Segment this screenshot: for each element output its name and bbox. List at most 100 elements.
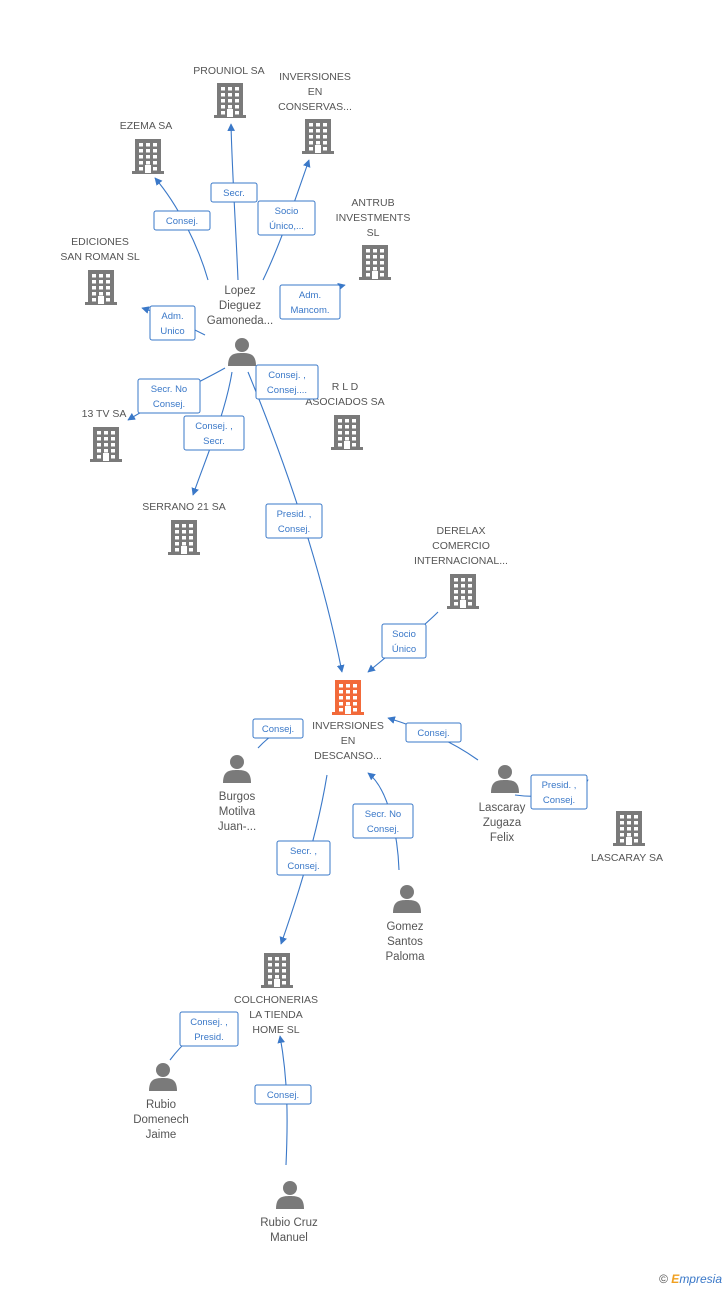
node-label: Santos <box>387 936 423 948</box>
building-icon[interactable] <box>332 680 364 715</box>
node-label: Juan-... <box>218 821 256 833</box>
relation-label-text: Secr. No <box>365 809 401 820</box>
building-icon[interactable] <box>214 83 246 118</box>
relation-label-box[interactable] <box>153 210 211 231</box>
relation-label[interactable]: Secr. No Consej. <box>137 378 201 414</box>
building-icon[interactable] <box>90 427 122 462</box>
relation-label-text: Socio <box>392 629 416 640</box>
relation-label-box[interactable] <box>405 722 462 743</box>
relation-label-box[interactable] <box>265 503 323 539</box>
building-icon[interactable] <box>331 415 363 450</box>
person-icon[interactable] <box>228 338 256 366</box>
relation-label[interactable]: Consej. ,Secr. <box>183 415 245 451</box>
node-label: 13 TV SA <box>82 408 127 420</box>
relation-label-box[interactable] <box>352 803 414 839</box>
building-icon[interactable] <box>261 953 293 988</box>
relation-label-text: Consej.... <box>267 385 307 396</box>
node-label: LA TIENDA <box>249 1009 303 1021</box>
node-label: Felix <box>490 832 515 844</box>
node-label: ASOCIADOS SA <box>305 396 384 408</box>
building-icon[interactable] <box>85 270 117 305</box>
building-icon[interactable] <box>613 811 645 846</box>
relation-label-box[interactable] <box>183 415 245 451</box>
node-label: EN <box>341 735 356 747</box>
relation-label-text: Presid. , <box>277 509 312 520</box>
building-icon[interactable] <box>132 139 164 174</box>
person-icon[interactable] <box>223 755 251 783</box>
relation-label[interactable]: Consej. ,Presid. <box>179 1011 239 1047</box>
node-label: INVESTMENTS <box>336 212 411 224</box>
brand-name: mpresia <box>679 1272 722 1286</box>
relation-label-text: Secr. , <box>290 846 317 857</box>
node-label: Motilva <box>219 806 256 818</box>
relation-label-text: Consej. <box>417 728 449 739</box>
building-icon[interactable] <box>447 574 479 609</box>
relation-label-text: Mancom. <box>290 305 329 316</box>
relation-label-box[interactable] <box>276 840 331 876</box>
node-derelax[interactable]: DERELAXCOMERCIOINTERNACIONAL... <box>414 525 508 609</box>
relation-label[interactable]: Presid. ,Consej. <box>265 503 323 539</box>
relation-label[interactable]: Secr. , Consej. <box>276 840 331 876</box>
relation-label-box[interactable] <box>279 284 341 320</box>
relation-label-text: Secr. <box>223 188 245 199</box>
node-inv-descanso[interactable]: INVERSIONESENDESCANSO... <box>312 680 384 762</box>
relation-label-box[interactable] <box>530 774 588 810</box>
relation-label-box[interactable] <box>381 623 427 659</box>
relation-label-text: Presid. <box>194 1032 224 1043</box>
node-serrano[interactable]: SERRANO 21 SA <box>142 501 226 555</box>
person-icon[interactable] <box>393 885 421 913</box>
relation-label[interactable]: Consej. <box>153 210 211 231</box>
relation-label-box[interactable] <box>255 364 319 400</box>
relation-label-text: Consej. , <box>268 370 306 381</box>
relation-label[interactable]: Consej. <box>254 1084 312 1105</box>
node-burgos[interactable]: BurgosMotilvaJuan-... <box>218 755 256 833</box>
relation-label-box[interactable] <box>254 1084 312 1105</box>
relation-label-text: Consej. <box>153 399 185 410</box>
person-icon[interactable] <box>276 1181 304 1209</box>
relation-label[interactable]: SocioÚnico,... <box>257 200 316 236</box>
relation-label-box[interactable] <box>179 1011 239 1047</box>
node-label: HOME SL <box>252 1024 299 1036</box>
person-icon[interactable] <box>491 765 519 793</box>
node-label: EZEMA SA <box>120 120 173 132</box>
relation-label-box[interactable] <box>137 378 201 414</box>
node-label: Zugaza <box>483 817 522 829</box>
node-tv13[interactable]: 13 TV SA <box>82 408 127 462</box>
node-lopez[interactable]: LopezDieguezGamoneda... <box>207 285 273 366</box>
relation-label-box[interactable] <box>149 305 196 341</box>
relation-label-text: Consej. <box>287 861 319 872</box>
relation-label-box[interactable] <box>252 718 304 739</box>
node-inv-conservas[interactable]: INVERSIONESENCONSERVAS... <box>278 71 352 154</box>
building-icon[interactable] <box>302 119 334 154</box>
node-label: Paloma <box>386 951 426 963</box>
relation-label[interactable]: Adm.Unico <box>149 305 196 341</box>
relation-label-text: Secr. No <box>151 384 187 395</box>
relation-label[interactable]: Presid. ,Consej. <box>530 774 588 810</box>
node-label: PROUNIOL SA <box>193 65 264 77</box>
relation-label[interactable]: Consej. <box>252 718 304 739</box>
relation-label[interactable]: Adm.Mancom. <box>279 284 341 320</box>
relation-label[interactable]: Consej. , Consej.... <box>255 364 319 400</box>
node-lascaray-sa[interactable]: LASCARAY SA <box>591 811 663 864</box>
building-icon[interactable] <box>359 245 391 280</box>
node-prouniol[interactable]: PROUNIOL SA <box>193 65 265 118</box>
node-label: Jaime <box>146 1129 177 1141</box>
node-ezema[interactable]: EZEMA SA <box>120 120 173 174</box>
relation-label[interactable]: Secr. <box>210 182 258 203</box>
relation-label[interactable]: Consej. <box>405 722 462 743</box>
relation-label-box[interactable] <box>257 200 316 236</box>
building-icon[interactable] <box>168 520 200 555</box>
relation-label-box[interactable] <box>210 182 258 203</box>
relation-label-text: Único <box>392 644 416 655</box>
person-icon[interactable] <box>149 1063 177 1091</box>
